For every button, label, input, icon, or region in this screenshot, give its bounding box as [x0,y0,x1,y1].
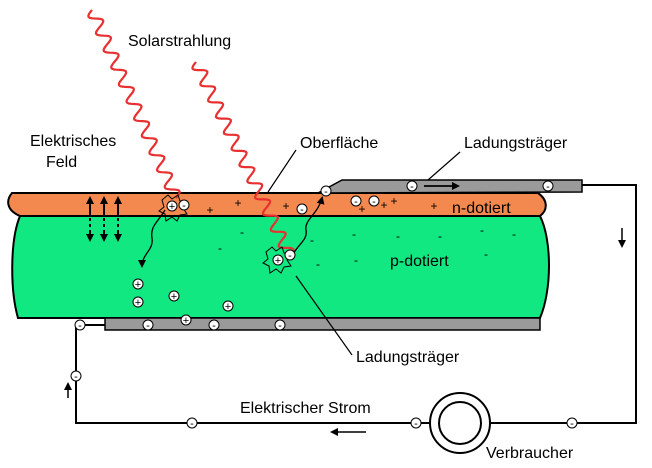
electron-symbol: - [566,417,578,430]
svg-text:-: - [190,418,194,430]
electron-symbol: - [296,203,308,216]
electron-symbol: - [410,417,422,430]
hole-symbol: + [132,278,144,291]
acceptor-minus: - [354,253,358,267]
label-surface: Oberfläche [300,135,378,152]
solar-ray-2 [191,61,295,257]
svg-text:+: + [225,301,231,313]
hole-path-1 [138,209,166,268]
donor-plus: + [234,196,241,210]
leader-carrier-bottom [295,275,353,356]
leader-carrier-top [427,151,461,181]
solar-ray-1 [87,9,181,199]
electron-symbol: - [208,319,220,332]
donor-plus: + [380,198,387,212]
leader-surface [267,149,297,193]
donor-plus: + [358,202,365,216]
svg-text:+: + [169,201,175,213]
electron-symbol: - [350,195,362,208]
svg-text:-: - [288,250,292,262]
svg-text:-: - [410,181,414,193]
electron-symbol: - [274,319,286,332]
svg-text:-: - [146,320,150,332]
svg-text:-: - [278,320,282,332]
label-consumer: Verbraucher [486,445,574,462]
electron-symbol: - [368,195,380,208]
svg-text:-: - [78,320,82,332]
svg-text:-: - [546,181,550,193]
svg-text:+: + [135,297,141,309]
electron-symbol: - [74,319,86,332]
label-n-doped: n-dotiert [452,200,511,217]
electron-symbol: - [406,180,418,193]
svg-text:-: - [570,418,574,430]
hole-symbol: + [132,296,144,309]
hole-symbol: + [222,300,234,313]
electric-field-arrows [86,196,122,242]
svg-text:-: - [414,418,418,430]
donor-plus: + [282,199,289,213]
svg-text:-: - [182,200,186,212]
svg-text:-: - [354,196,358,208]
electron-symbol: - [70,370,82,383]
acceptor-minus: - [352,227,356,241]
hole-symbol: + [168,290,180,303]
acceptor-minus: - [438,229,442,243]
donor-plus: + [206,203,213,217]
svg-text:-: - [212,320,216,332]
electron-symbol: - [186,417,198,430]
svg-text:+: + [171,291,177,303]
svg-text:+: + [275,255,281,267]
svg-text:+: + [135,279,141,291]
electron-symbol: - [320,185,332,198]
acceptor-minus: - [218,241,222,255]
hole-symbol: + [272,254,284,267]
acceptor-minus: - [480,223,484,237]
label-charge-carrier-bottom: Ladungsträger [356,349,460,366]
electron-symbol: - [142,319,154,332]
electron-symbol: - [284,249,296,262]
bottom-contact [104,317,541,331]
acceptor-minus: - [310,233,314,247]
svg-text:-: - [300,204,304,216]
label-electric-current: Elektrischer Strom [240,400,371,417]
acceptor-minus: - [512,227,516,241]
label-p-doped: p-dotiert [390,253,449,270]
svg-text:-: - [74,371,78,383]
consumer-symbol [429,392,491,454]
electron-symbol: - [178,199,190,212]
svg-text:-: - [372,196,376,208]
label-solar-radiation: Solarstrahlung [128,33,231,50]
label-electric-field-line2: Feld [46,154,77,171]
svg-text:-: - [324,186,328,198]
svg-text:+: + [183,315,189,327]
donor-plus: + [390,194,397,208]
n-doped-layer [7,192,547,217]
layer-charges: -----++-++++++++++++----------- [132,185,516,327]
donor-plus: + [430,199,437,213]
electron-symbol: - [542,180,554,193]
acceptor-minus: - [240,225,244,239]
acceptor-minus: - [396,229,400,243]
label-charge-carrier-top: Ladungsträger [464,135,568,152]
absorption-burst-1 [158,194,188,222]
label-electric-field-line1: Elektrisches [30,133,116,150]
acceptor-minus: - [484,247,488,261]
hole-symbol: + [180,314,192,327]
electron-path-1 [291,196,325,257]
hole-symbol: + [166,200,178,213]
wire-electrons: - - - - - - - - - - [70,180,578,430]
acceptor-minus: - [316,257,320,271]
absorption-burst-2 [262,246,292,274]
